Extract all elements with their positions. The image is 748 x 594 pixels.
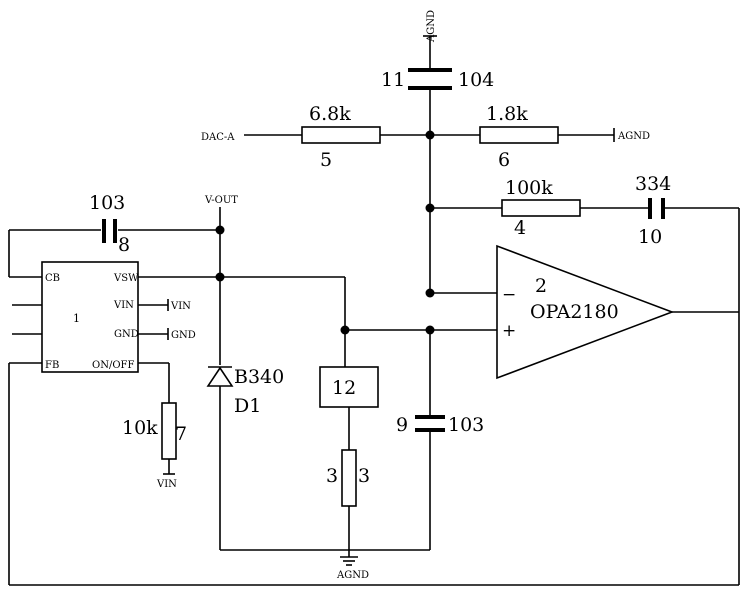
agnd-right-symbol: AGND bbox=[613, 128, 650, 142]
r4-ref: 4 bbox=[514, 217, 526, 239]
vin-bottom-label: VIN bbox=[156, 479, 177, 490]
u1-pin-gnd: GND bbox=[114, 329, 139, 340]
c10-ref: 10 bbox=[638, 226, 662, 248]
opamp-minus-sign: − bbox=[502, 285, 516, 305]
agnd-top-symbol: AGND bbox=[423, 10, 437, 68]
u1-pin-vsw: VSW bbox=[113, 273, 139, 284]
ic-u1: 1 CB FB VSW VIN GND ON/OFF bbox=[41, 261, 139, 373]
agnd-bottom-symbol: AGND bbox=[336, 556, 369, 581]
r3-ref-left: 3 bbox=[326, 465, 338, 487]
c11-value: 104 bbox=[458, 69, 494, 91]
junction-dots bbox=[215, 130, 435, 335]
r4-value: 100k bbox=[505, 177, 553, 199]
c11-ref: 11 bbox=[381, 69, 405, 91]
agnd-top-label: AGND bbox=[426, 10, 437, 43]
u1-pin-fb: FB bbox=[45, 360, 59, 371]
u12-ref: 12 bbox=[332, 377, 356, 399]
vin-pin-symbol: VIN bbox=[167, 299, 191, 312]
vin-pin-label: VIN bbox=[170, 301, 191, 312]
capacitor-11: 11 104 bbox=[381, 68, 494, 91]
r7-ref: 7 bbox=[175, 423, 187, 445]
u1-pin-onoff: ON/OFF bbox=[92, 360, 134, 371]
resistor-5: 6.8k 5 bbox=[301, 103, 381, 171]
agnd-right-label: AGND bbox=[617, 131, 650, 142]
gnd-pin-label: GND bbox=[171, 330, 196, 341]
vin-bottom-symbol: VIN bbox=[156, 473, 177, 490]
r3-ref-right: 3 bbox=[358, 465, 370, 487]
c8-value: 103 bbox=[89, 192, 125, 214]
resistor-7: 10k 7 bbox=[122, 402, 187, 460]
agnd-bottom-label: AGND bbox=[336, 570, 369, 581]
c9-value: 103 bbox=[448, 414, 484, 436]
opamp-plus-sign: + bbox=[502, 321, 516, 341]
c9-ref: 9 bbox=[396, 414, 408, 436]
r6-value: 1.8k bbox=[486, 103, 528, 125]
block-u12: 12 bbox=[319, 366, 379, 408]
u1-pin-cb: CB bbox=[45, 273, 60, 284]
u1-pin-vin: VIN bbox=[113, 300, 134, 311]
diode-d1: B340 D1 bbox=[206, 366, 284, 417]
d1-ref: D1 bbox=[234, 395, 261, 417]
r5-ref: 5 bbox=[320, 149, 332, 171]
gnd-pin-symbol: GND bbox=[167, 328, 196, 341]
opamp-part-number: OPA2180 bbox=[530, 301, 619, 323]
u1-ref: 1 bbox=[73, 312, 80, 325]
dac-a-label: DAC-A bbox=[201, 132, 235, 143]
resistor-4: 100k 4 bbox=[501, 177, 581, 239]
resistor-6: 1.8k 6 bbox=[479, 103, 559, 171]
vout-label: V-OUT bbox=[204, 195, 238, 206]
r7-value: 10k bbox=[122, 417, 158, 439]
r5-value: 6.8k bbox=[309, 103, 351, 125]
capacitor-10: 334 10 bbox=[635, 173, 671, 248]
capacitor-9: 9 103 bbox=[396, 414, 484, 436]
resistor-3: 3 3 bbox=[326, 449, 370, 507]
opamp-u2: − + 2 OPA2180 bbox=[496, 244, 675, 380]
c10-value: 334 bbox=[635, 173, 671, 195]
opamp-ref: 2 bbox=[535, 275, 547, 297]
c8-ref: 8 bbox=[118, 234, 130, 256]
capacitor-8: 103 8 bbox=[89, 192, 130, 256]
r6-ref: 6 bbox=[498, 149, 510, 171]
d1-value: B340 bbox=[234, 366, 284, 388]
